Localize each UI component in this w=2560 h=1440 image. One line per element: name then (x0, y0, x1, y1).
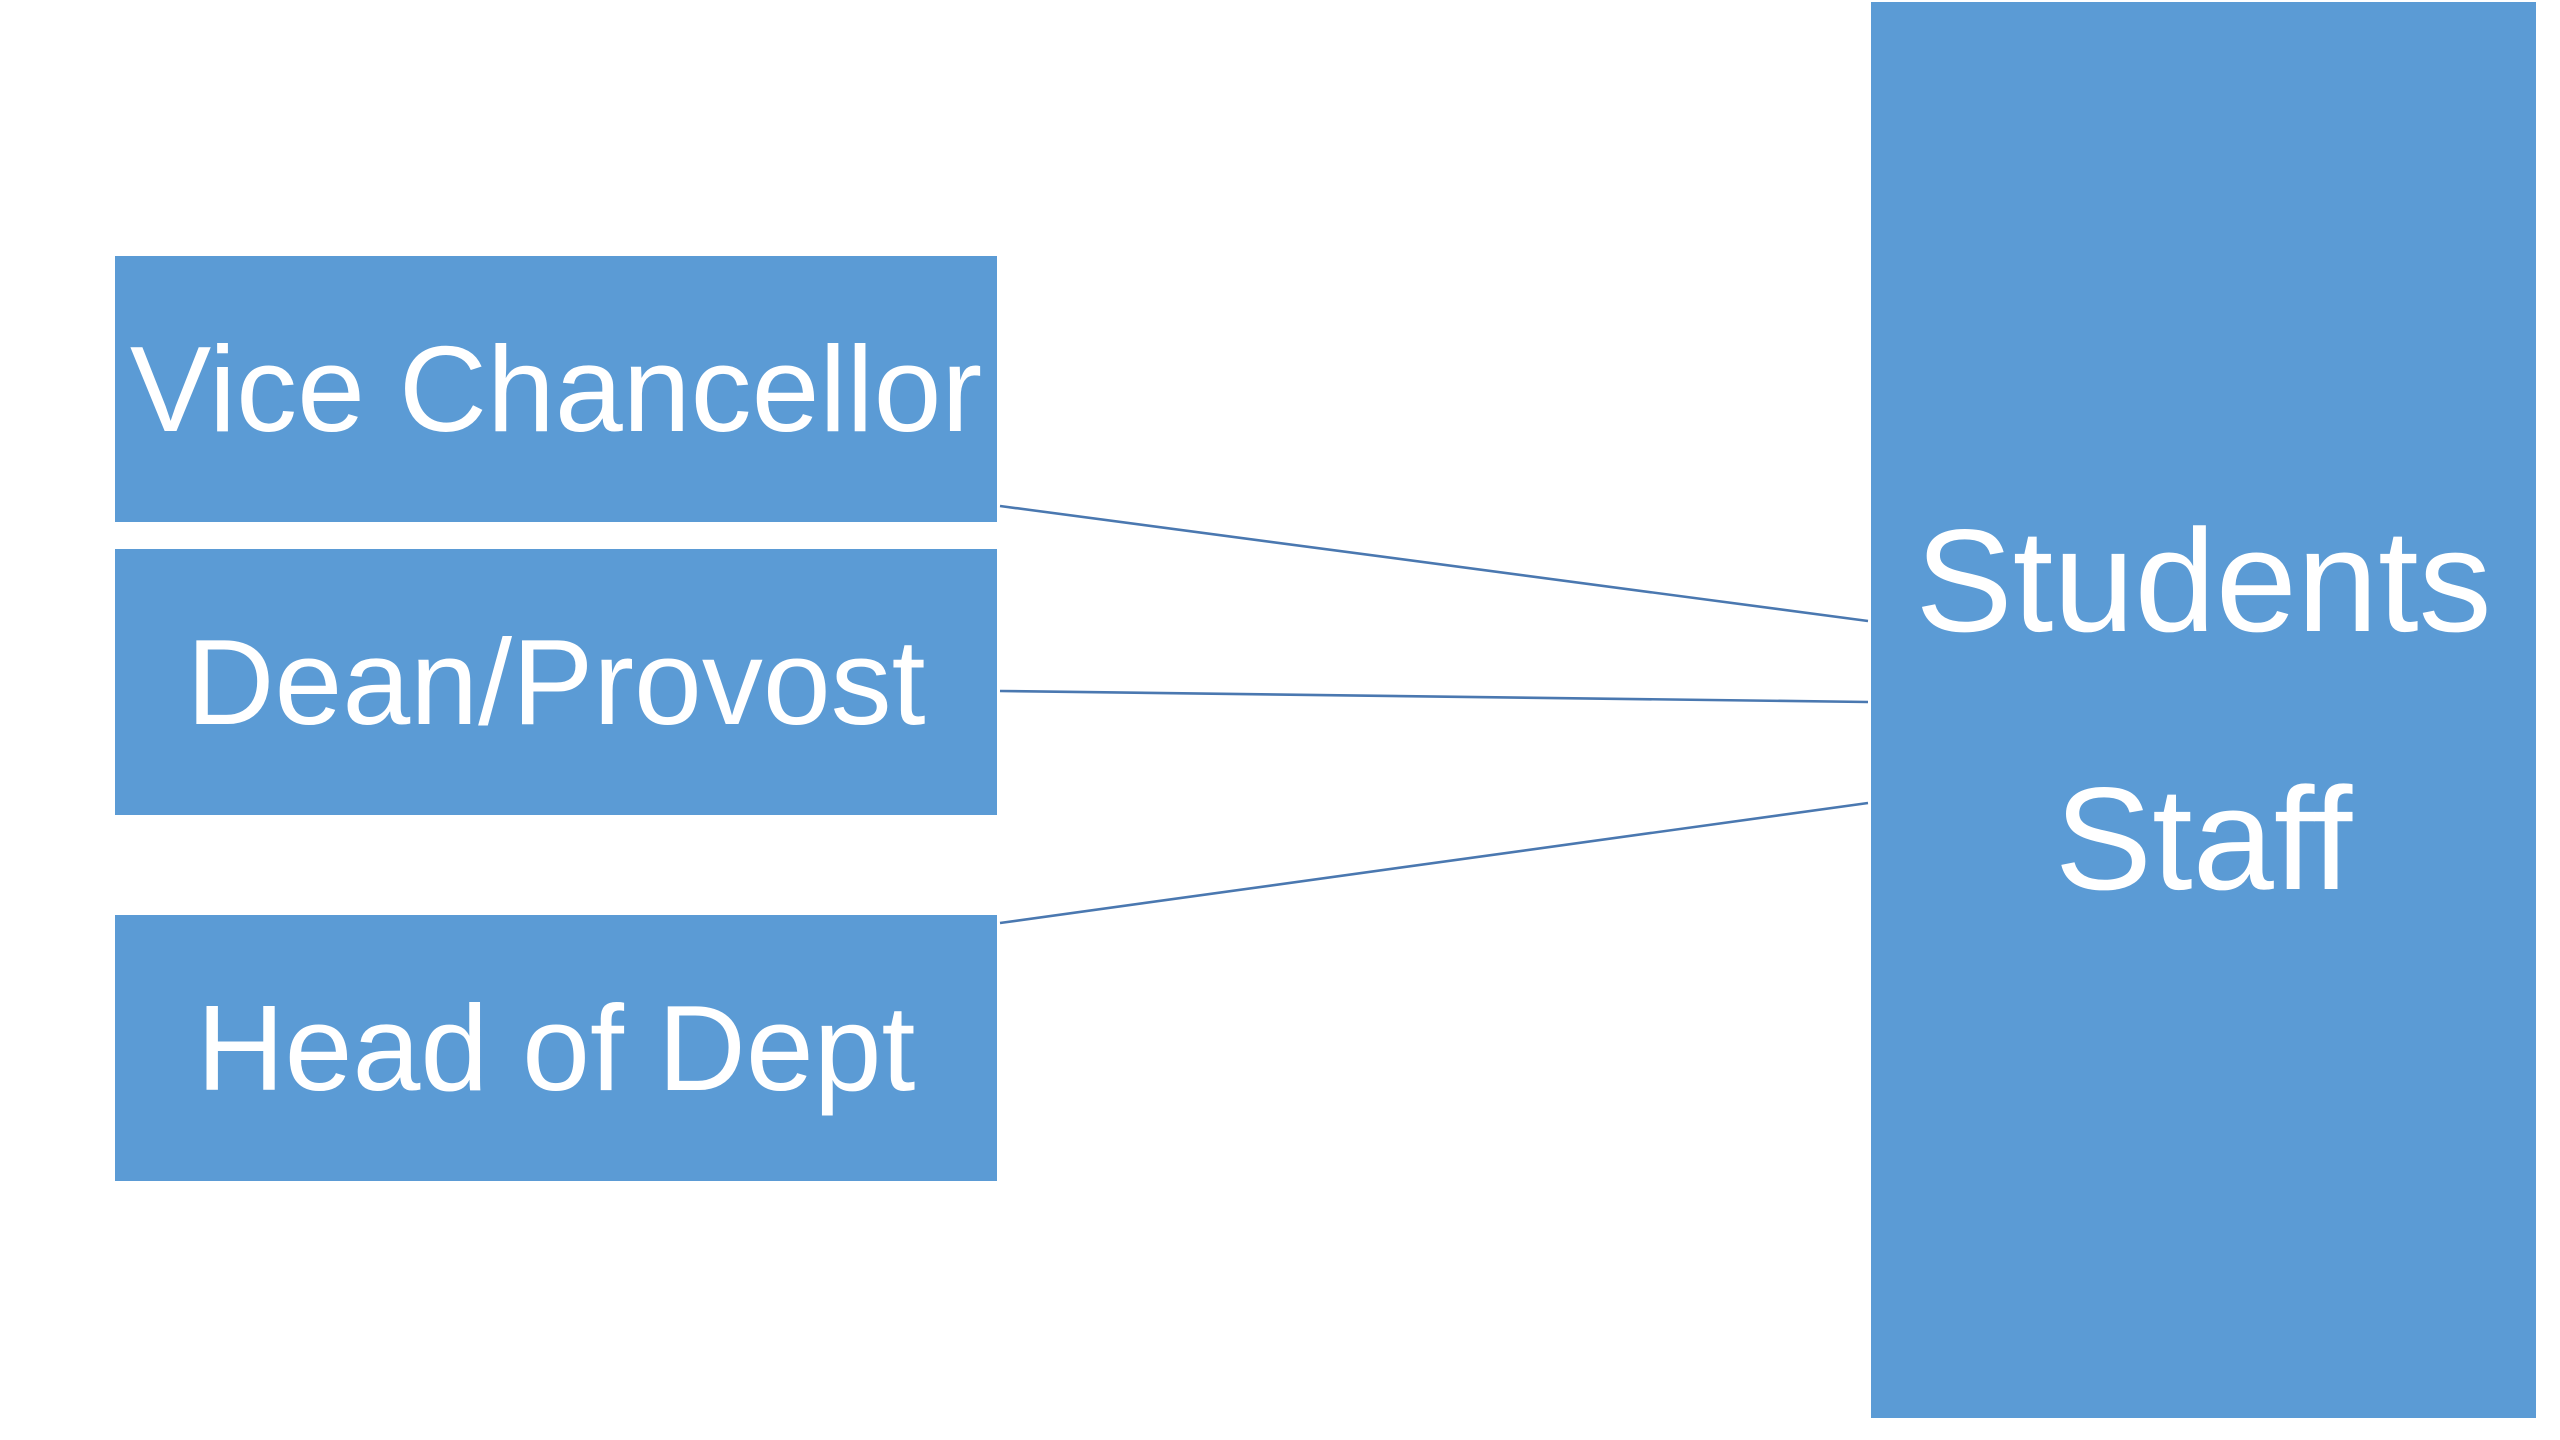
node-label: Head of Dept (196, 980, 916, 1116)
node-label-students: Students (1915, 499, 2492, 662)
node-vice-chancellor: Vice Chancellor (115, 256, 997, 522)
connector-head-of-dept (999, 801, 1869, 925)
node-students-staff: Students Staff (1871, 2, 2536, 1418)
node-head-of-dept: Head of Dept (115, 915, 997, 1181)
connector-vice-chancellor (999, 504, 1869, 623)
node-dean-provost: Dean/Provost (115, 549, 997, 815)
node-label: Vice Chancellor (129, 321, 983, 457)
node-label: Dean/Provost (186, 614, 926, 750)
connector-dean-provost (999, 689, 1869, 704)
node-label-staff: Staff (2054, 757, 2353, 920)
